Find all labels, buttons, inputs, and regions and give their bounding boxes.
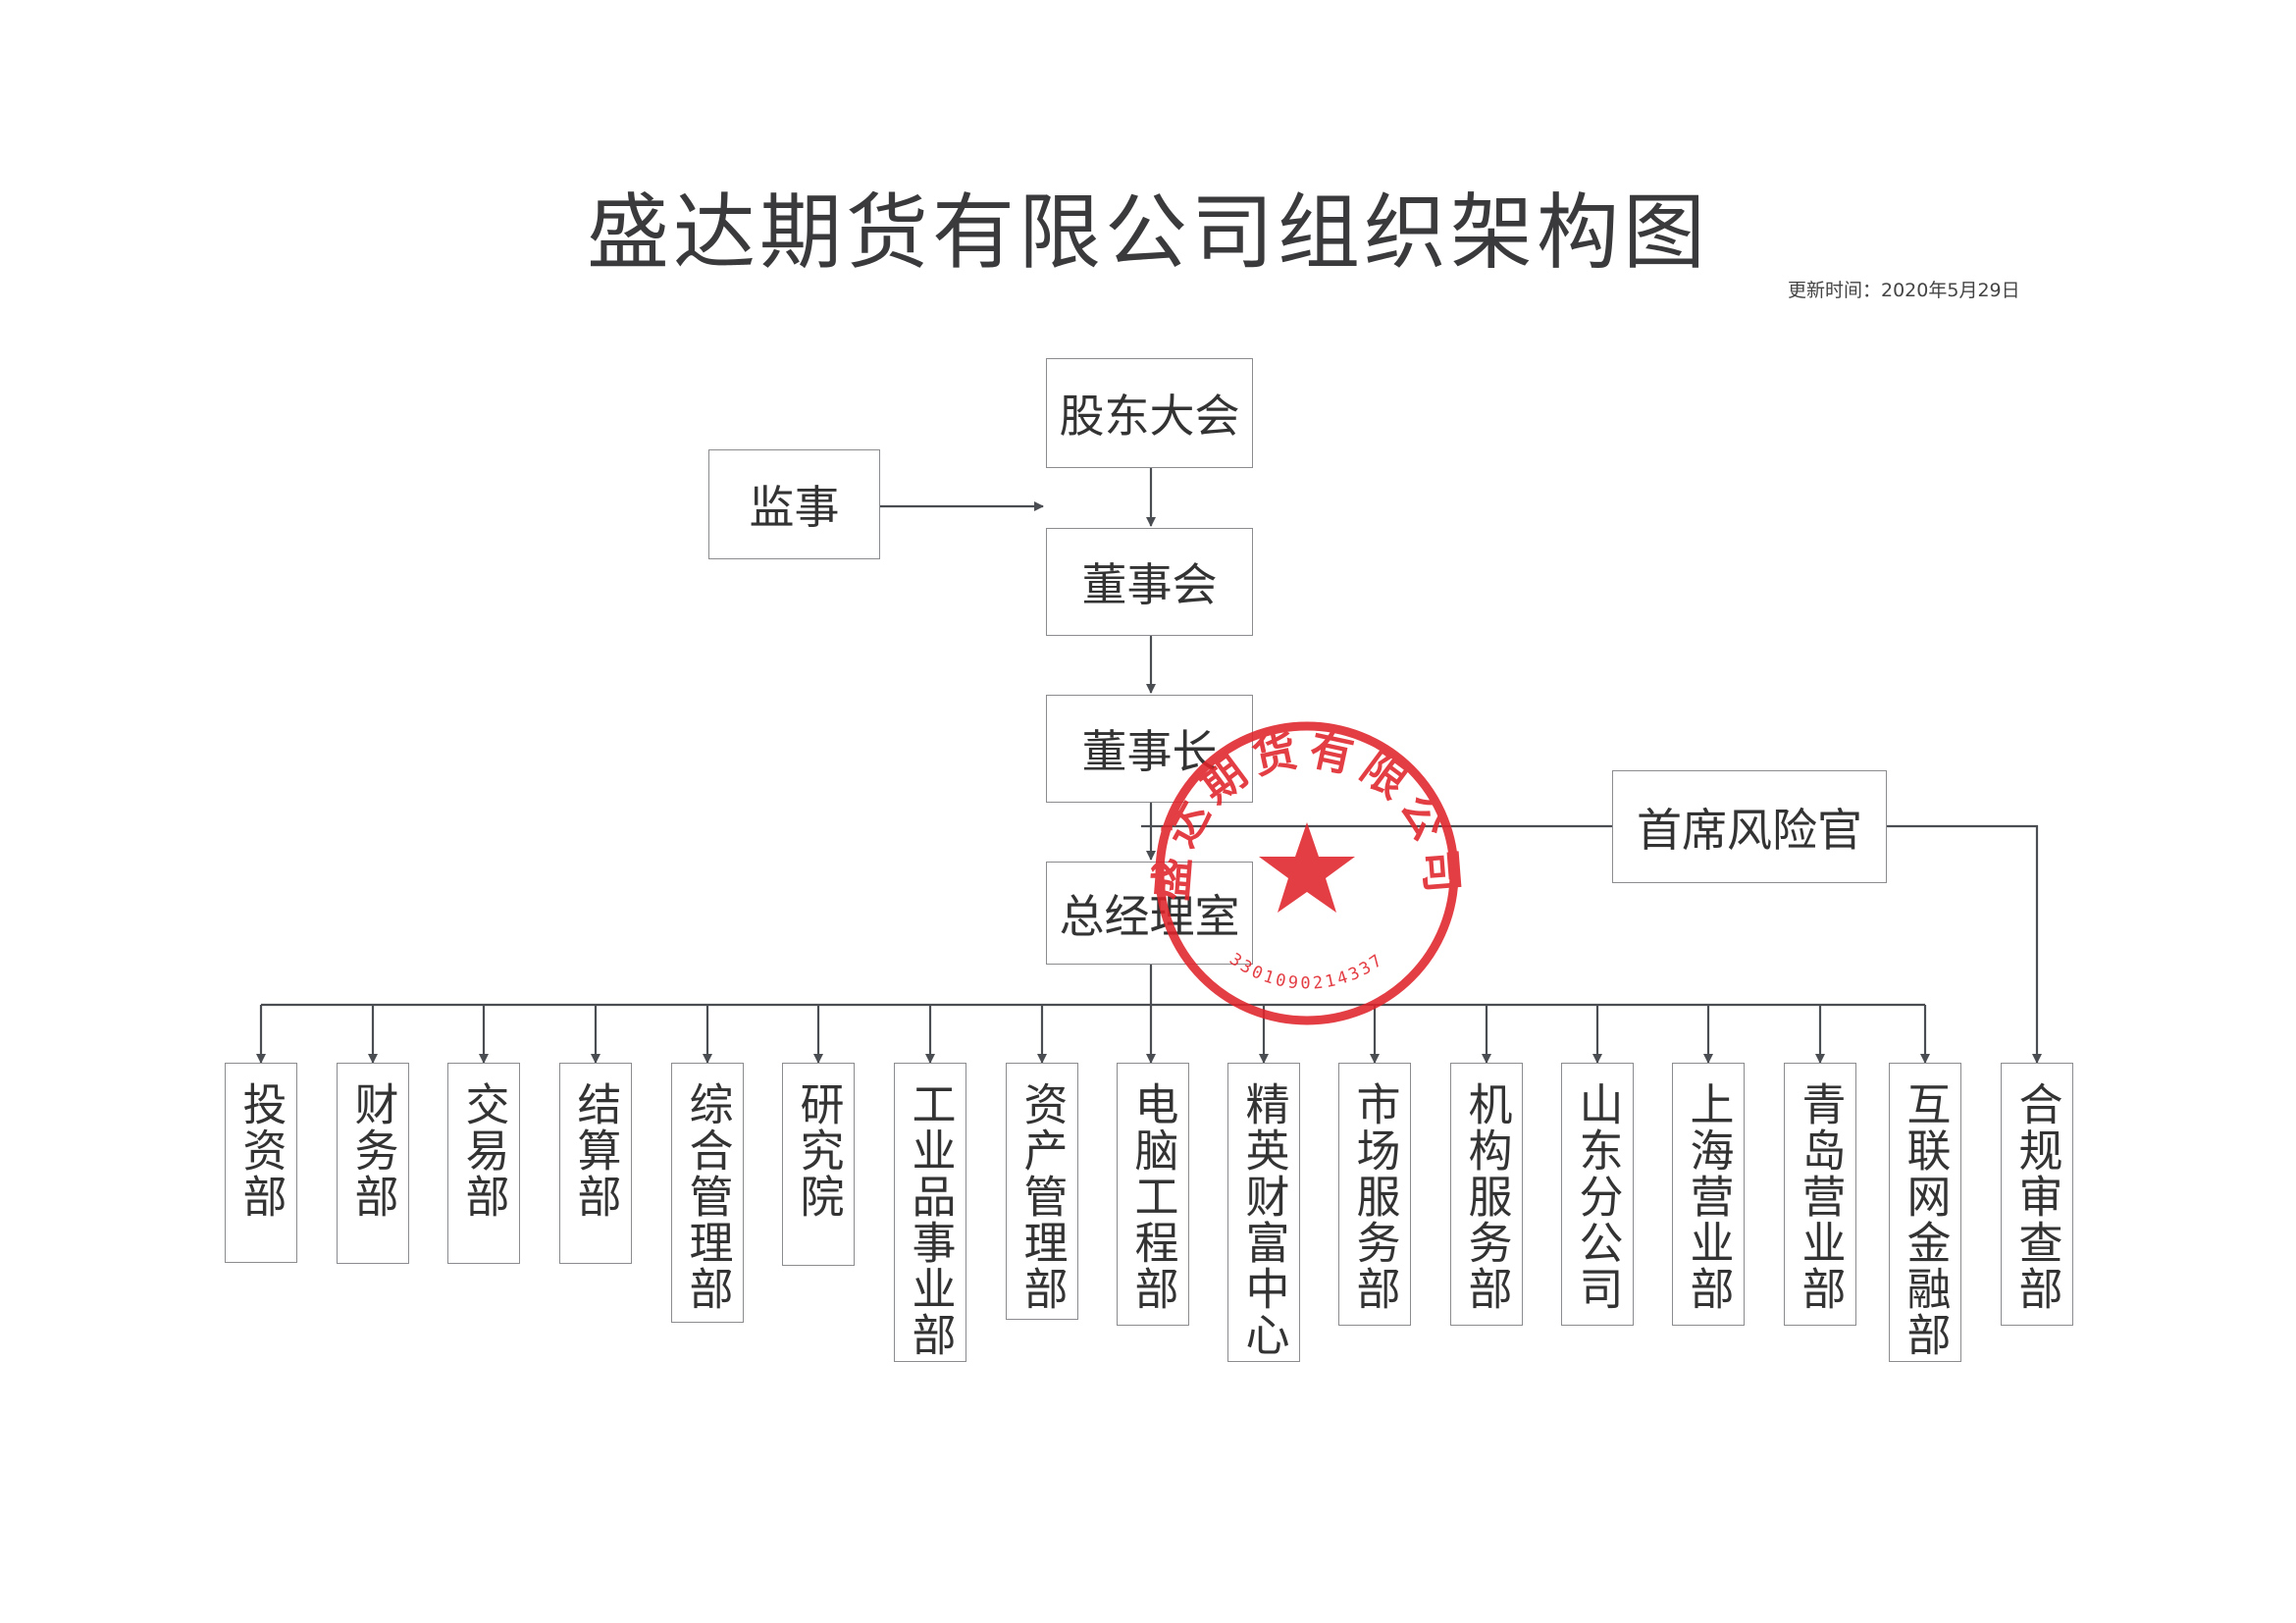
supervisor-box: 监事 [708, 449, 880, 559]
department-box: 工业品事业部 [894, 1063, 966, 1362]
department-box: 交易部 [447, 1063, 520, 1264]
board-of-directors-box: 董事会 [1046, 528, 1253, 636]
department-box: 互联网金融部 [1889, 1063, 1961, 1362]
department-box: 山东分公司 [1561, 1063, 1634, 1326]
department-box: 精英财富中心 [1227, 1063, 1300, 1362]
department-box: 机构服务部 [1450, 1063, 1523, 1326]
department-box: 投资部 [225, 1063, 297, 1263]
shareholders-meeting-box: 股东大会 [1046, 358, 1253, 468]
department-box: 市场服务部 [1338, 1063, 1411, 1326]
chairman-box: 董事长 [1046, 695, 1253, 803]
company-seal: 盛达期货有限公司 3301090214337 [1150, 721, 1460, 1025]
department-box: 上海营业部 [1672, 1063, 1745, 1326]
seal-star-icon [1259, 822, 1355, 913]
department-box: 结算部 [559, 1063, 632, 1264]
department-box: 资产管理部 [1006, 1063, 1078, 1320]
general-manager-office-box: 总经理室 [1046, 862, 1253, 965]
department-box: 合规审查部 [2001, 1063, 2073, 1326]
department-box: 财务部 [337, 1063, 409, 1264]
update-date: 更新时间：2020年5月29日 [1788, 280, 2020, 301]
seal-serial: 3301090214337 [1226, 950, 1388, 994]
department-box: 综合管理部 [671, 1063, 744, 1323]
department-box: 研究院 [782, 1063, 855, 1266]
page-title: 盛达期货有限公司组织架构图 [586, 184, 1709, 281]
department-box: 电脑工程部 [1117, 1063, 1189, 1326]
chief-risk-officer-box: 首席风险官 [1612, 770, 1887, 883]
department-box: 青岛营业部 [1784, 1063, 1856, 1326]
